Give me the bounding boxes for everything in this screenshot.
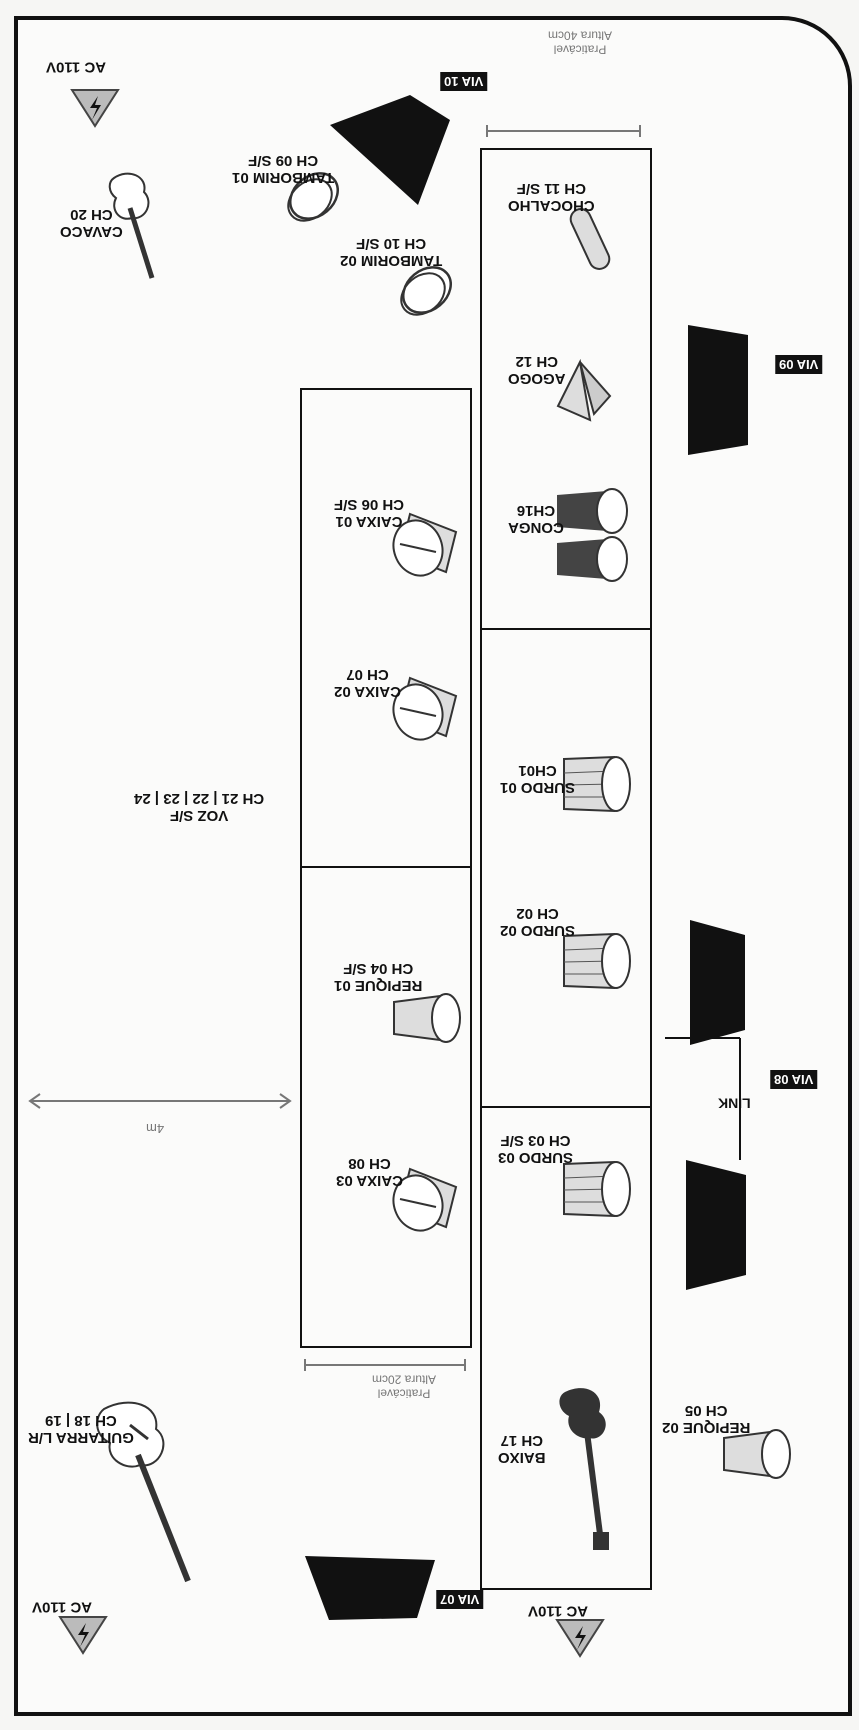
caixa-icon bbox=[392, 512, 458, 577]
power-warning-icon bbox=[58, 1616, 108, 1655]
platform-divider bbox=[480, 1106, 652, 1108]
power-ac-110v-label: AC 110V bbox=[32, 1598, 93, 1616]
agogo-icon bbox=[556, 358, 612, 422]
platform-divider bbox=[480, 628, 652, 630]
via-08-tag: VIA 08 bbox=[770, 1070, 818, 1089]
electric-guitar-icon bbox=[96, 1401, 191, 1583]
via-07-tag: VIA 07 bbox=[436, 1590, 484, 1609]
monitor-wedge-icon bbox=[688, 325, 748, 455]
monitor-wedge-icon bbox=[686, 1160, 746, 1290]
conga-icon bbox=[557, 488, 628, 582]
praticavel-40cm bbox=[480, 148, 652, 1590]
chocalho-icon bbox=[569, 208, 611, 270]
power-warning-icon bbox=[70, 89, 120, 128]
caixa-icon bbox=[392, 676, 458, 741]
monitor-wedge-icon bbox=[690, 920, 745, 1045]
link-label: LINK bbox=[718, 1095, 751, 1112]
surdo-icon bbox=[563, 1160, 631, 1218]
power-warning-icon bbox=[555, 1619, 605, 1658]
cavaco-icon bbox=[108, 172, 155, 279]
caixa-icon bbox=[392, 1167, 458, 1232]
monitor-wedge-icon bbox=[305, 1556, 435, 1620]
via-10-tag: VIA 10 bbox=[440, 72, 488, 91]
platform-divider bbox=[300, 866, 472, 868]
tamborim-icon bbox=[400, 266, 452, 316]
tamborim-icon bbox=[287, 172, 339, 222]
power-ac-110v-label: AC 110V bbox=[528, 1602, 589, 1620]
repique-icon bbox=[393, 993, 461, 1043]
via-09-tag: VIA 09 bbox=[775, 355, 823, 374]
surdo-icon bbox=[563, 755, 631, 813]
repique-icon bbox=[723, 1429, 791, 1479]
surdo-icon bbox=[563, 932, 631, 990]
monitor-wedge-icon bbox=[330, 95, 450, 205]
praticavel-20cm bbox=[300, 388, 472, 1348]
bass-guitar-icon bbox=[559, 1388, 609, 1550]
distance-label: 4m bbox=[146, 1120, 165, 1136]
power-ac-110v-label: AC 110V bbox=[46, 58, 107, 76]
